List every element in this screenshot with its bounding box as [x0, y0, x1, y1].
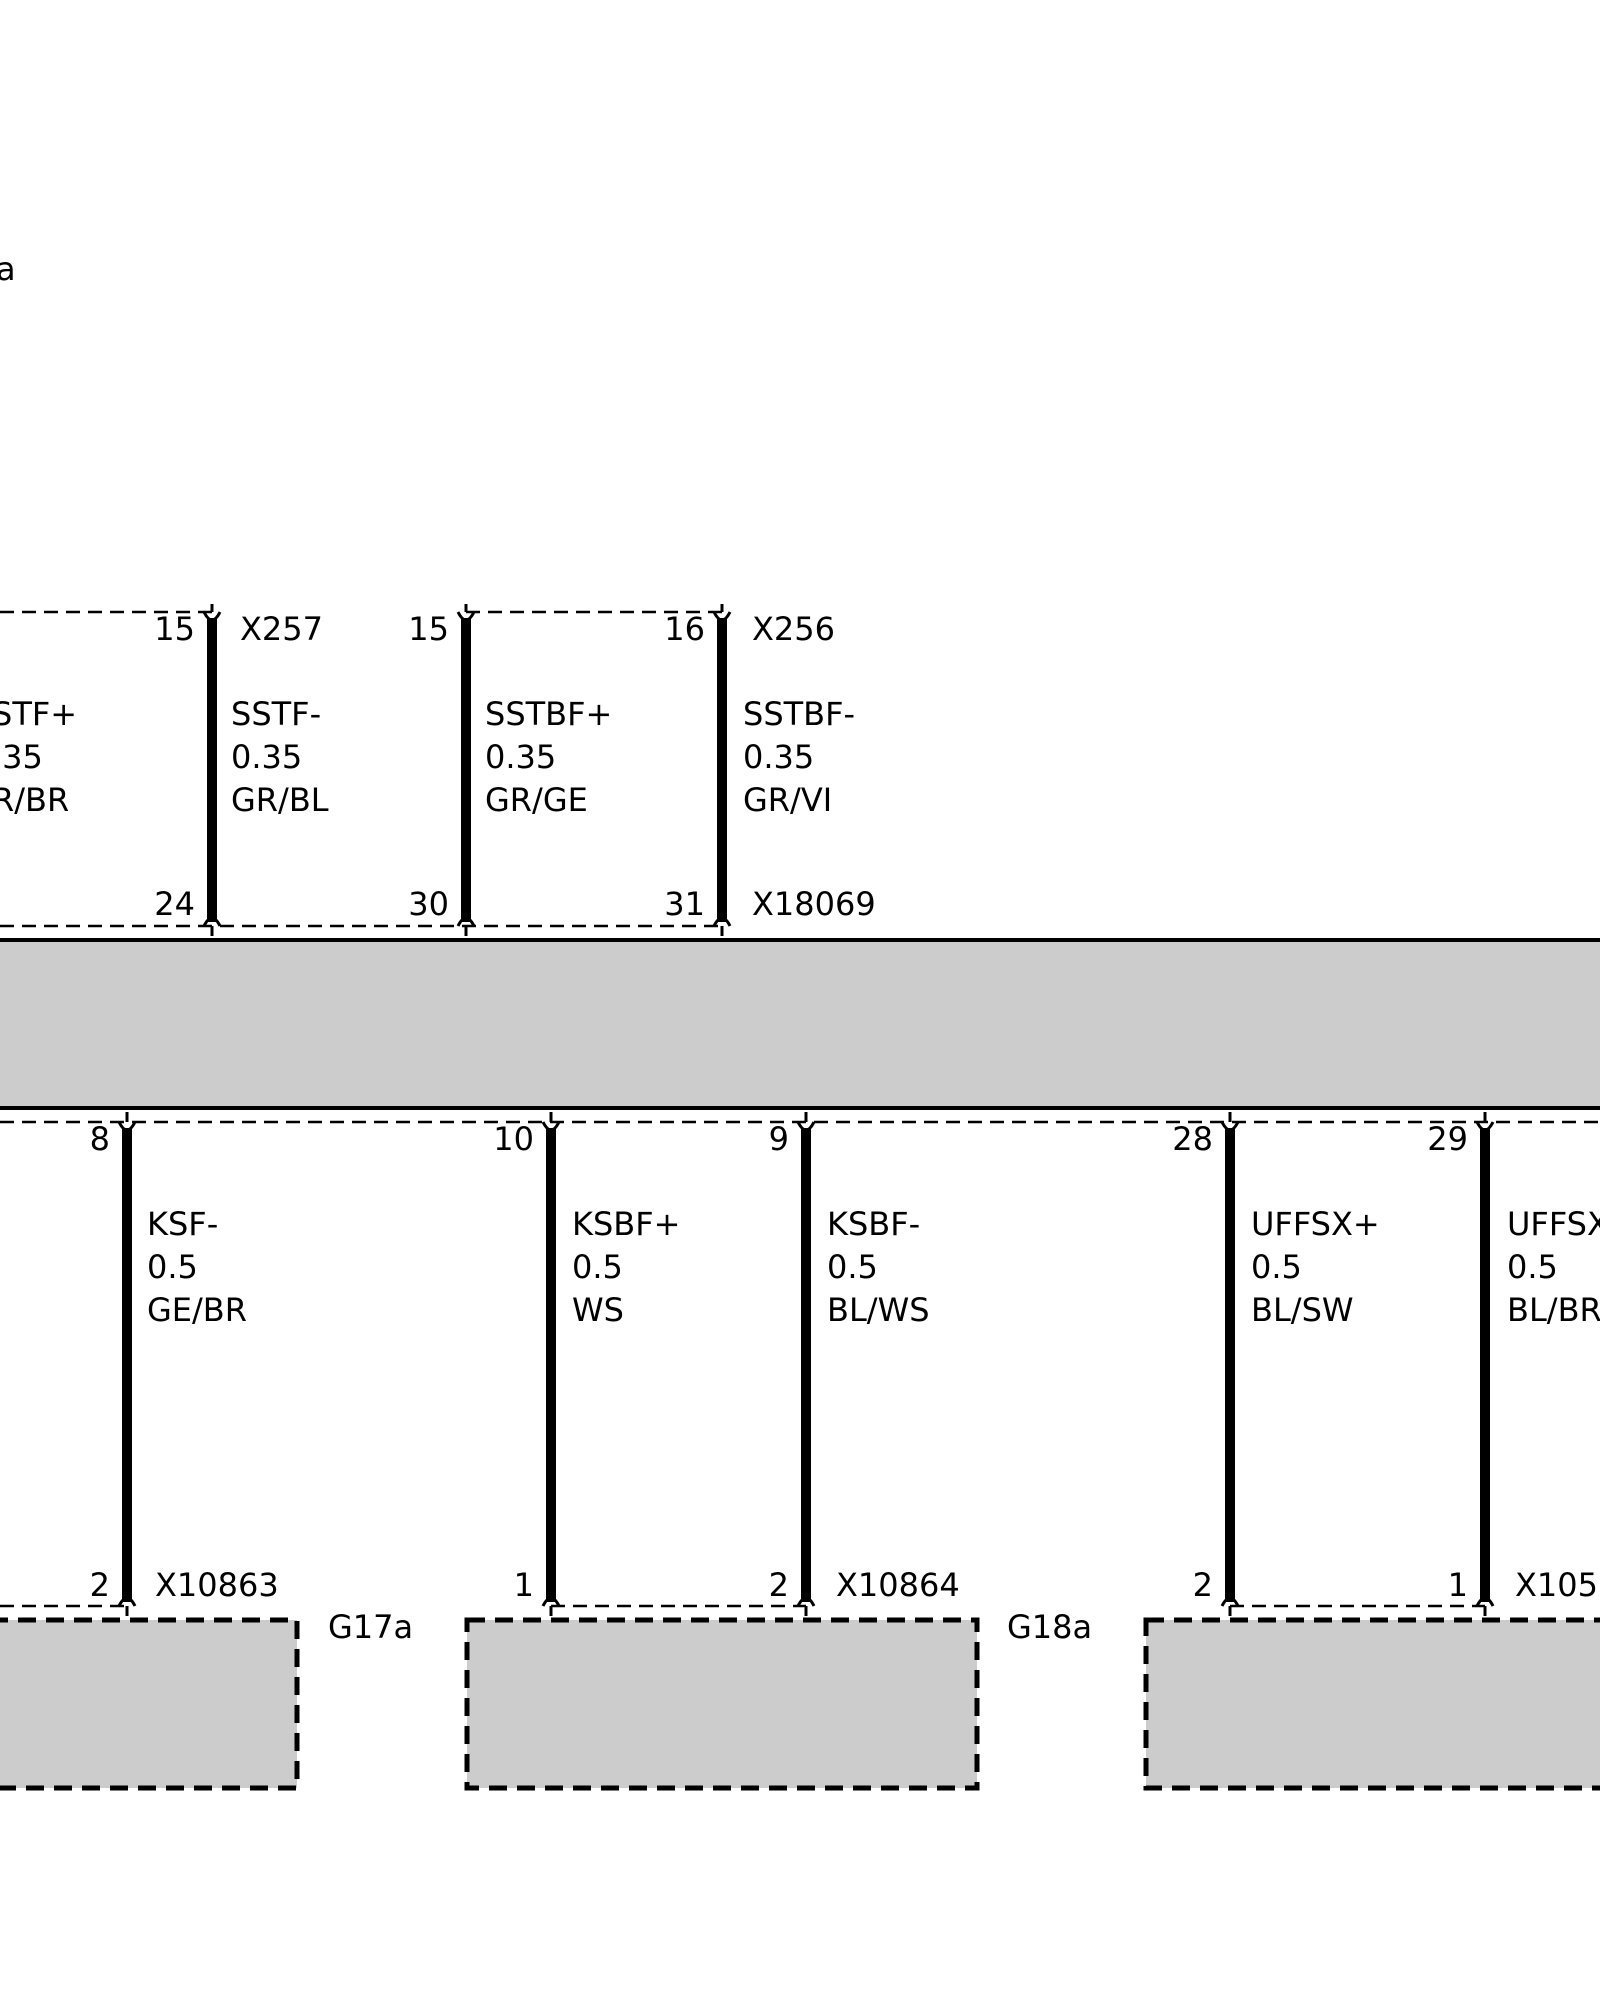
wire-signal: KSF-	[147, 1205, 218, 1243]
terminal-module-10	[541, 1112, 561, 1132]
wire-gauge: 0.5	[1251, 1248, 1302, 1286]
pin-module-8: 8	[90, 1120, 110, 1158]
wire-gauge: 0.5	[572, 1248, 623, 1286]
terminal-x105-2	[1220, 1596, 1240, 1616]
connector-label-x18069: X18069	[752, 885, 876, 923]
pin-x10863-2: 2	[90, 1566, 110, 1604]
pin-x256-16: 16	[664, 610, 705, 648]
wire-label-ksbf-minus: KSBF- 0.5 BL/WS	[827, 1205, 930, 1329]
wire-color: GR/GE	[485, 781, 588, 819]
component-g17a	[0, 1617, 300, 1791]
wire-label-ksf-minus: KSF- 0.5 GE/BR	[147, 1205, 247, 1329]
terminal-x10863-2	[117, 1596, 137, 1616]
terminal-top-x256-16	[712, 604, 732, 622]
pin-x10864-1: 1	[514, 1566, 534, 1604]
component-g18a	[464, 1617, 980, 1791]
terminal-module-29	[1475, 1112, 1495, 1132]
component-x105	[1143, 1617, 1600, 1791]
connector-label-x256: X256	[752, 610, 835, 648]
wire-gauge: 0.35	[231, 738, 302, 776]
pin-x10864-2: 2	[769, 1566, 789, 1604]
pin-x18069-24: 24	[154, 885, 195, 923]
wire-label-sstbf-plus: SSTBF+ 0.35 GR/GE	[485, 695, 612, 819]
wire-signal: KSBF+	[572, 1205, 680, 1243]
wire-label-ksbf-plus: KSBF+ 0.5 WS	[572, 1205, 680, 1329]
main-control-module	[0, 938, 1600, 1110]
terminal-x10864-2	[796, 1596, 816, 1616]
wire-color: GR/BL	[231, 781, 329, 819]
wire-signal: UFFSX	[1507, 1205, 1600, 1243]
pin-x105-1: 1	[1448, 1566, 1468, 1604]
connector-label-x10863: X10863	[155, 1566, 279, 1604]
wire-signal: SSTBF+	[485, 695, 612, 733]
wire-signal: UFFSX+	[1251, 1205, 1380, 1243]
wire-label-uffsx: UFFSX 0.5 BL/BR	[1507, 1205, 1600, 1329]
wire-color: GR/VI	[743, 781, 832, 819]
wire-gauge: 0.5	[1507, 1248, 1558, 1286]
connector-label-x257: X257	[240, 610, 323, 648]
wire-label-stf-plus: STF+ .35 R/BR	[0, 695, 77, 819]
pin-module-29: 29	[1427, 1120, 1468, 1158]
terminal-bottom-x18069-30	[456, 916, 476, 936]
wire-signal: STF+	[0, 695, 77, 733]
terminal-module-8	[117, 1112, 137, 1132]
connector-label-x10864: X10864	[836, 1566, 960, 1604]
terminal-module-28	[1220, 1112, 1240, 1132]
terminal-bottom-x18069-24	[202, 916, 222, 936]
wire-gauge: 0.5	[827, 1248, 878, 1286]
pin-module-9: 9	[769, 1120, 789, 1158]
wire-label-uffsx-plus: UFFSX+ 0.5 BL/SW	[1251, 1205, 1380, 1329]
top-left-label-fragment: a	[0, 250, 16, 288]
pin-module-28: 28	[1172, 1120, 1213, 1158]
terminal-top-x257-15	[202, 604, 222, 622]
wire-label-sstbf-minus: SSTBF- 0.35 GR/VI	[743, 695, 855, 819]
wire-signal: SSTF-	[231, 695, 321, 733]
pin-module-10: 10	[493, 1120, 534, 1158]
wire-gauge: 0.35	[743, 738, 814, 776]
wire-color: GE/BR	[147, 1291, 247, 1329]
wire-color: BL/BR	[1507, 1291, 1600, 1329]
pin-x257-15: 15	[154, 610, 195, 648]
wire-color: R/BR	[0, 781, 69, 819]
terminal-bottom-x18069-31	[712, 916, 732, 936]
pin-x105-2: 2	[1193, 1566, 1213, 1604]
wire-signal: KSBF-	[827, 1205, 920, 1243]
component-label-g17a: G17a	[328, 1608, 413, 1646]
wire-signal: SSTBF-	[743, 695, 855, 733]
terminal-x105-1	[1475, 1596, 1495, 1616]
wire-color: WS	[572, 1291, 624, 1329]
pin-x18069-30: 30	[408, 885, 449, 923]
wire-label-sstf-minus: SSTF- 0.35 GR/BL	[231, 695, 329, 819]
wire-gauge: .35	[0, 738, 43, 776]
wire-gauge: 0.35	[485, 738, 556, 776]
terminal-module-9	[796, 1112, 816, 1132]
component-label-g18a: G18a	[1007, 1608, 1092, 1646]
connector-label-x105: X105	[1515, 1566, 1598, 1604]
wire-color: BL/WS	[827, 1291, 930, 1329]
wire-gauge: 0.5	[147, 1248, 198, 1286]
wire-color: BL/SW	[1251, 1291, 1354, 1329]
pin-x256-15: 15	[408, 610, 449, 648]
terminal-top-x256-15	[456, 604, 476, 622]
terminal-x10864-1	[541, 1596, 561, 1616]
pin-x18069-31: 31	[664, 885, 705, 923]
